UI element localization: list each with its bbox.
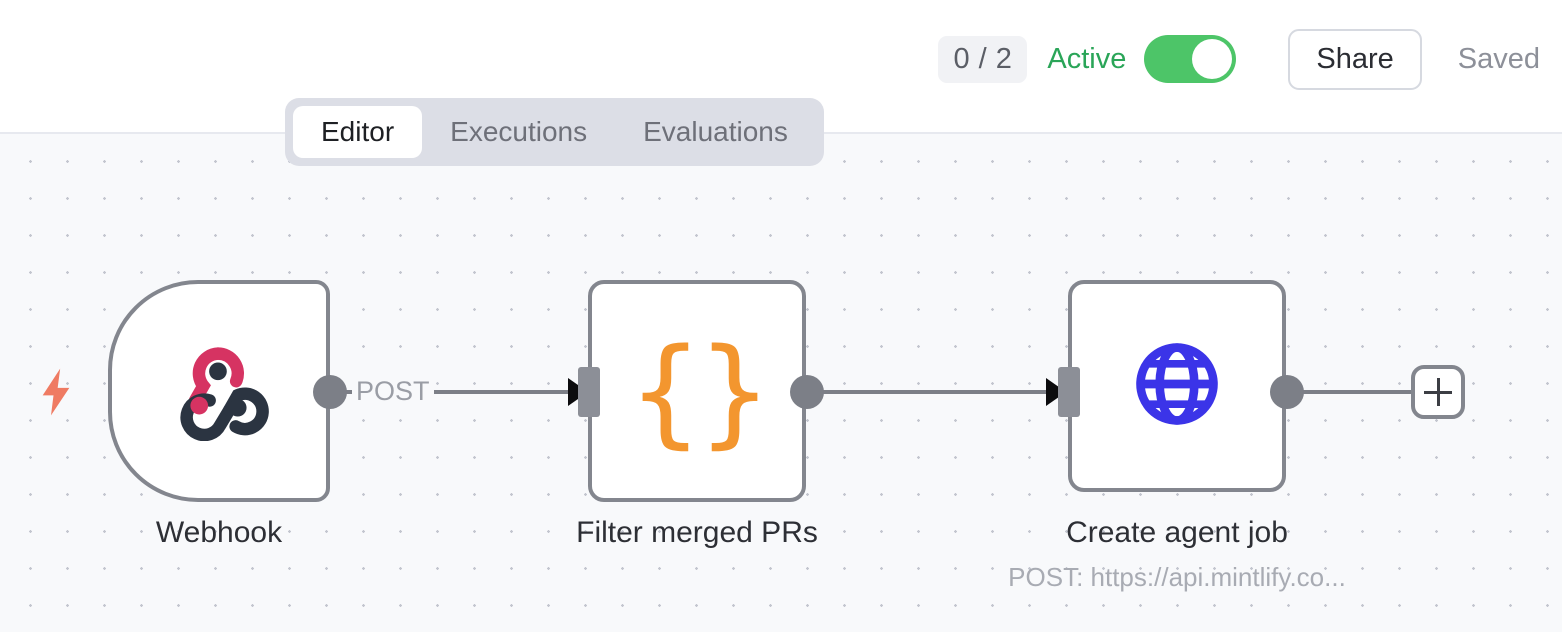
- active-status-label: Active: [1047, 42, 1127, 75]
- run-count-badge: 0 / 2: [938, 35, 1028, 83]
- tab-executions[interactable]: Executions: [450, 116, 588, 147]
- node-sublabel-create-agent-job: POST: https://api.mintlify.co...: [1008, 562, 1346, 592]
- toggle-knob: [1192, 39, 1233, 79]
- port-out-webhook[interactable]: [313, 375, 347, 409]
- edge-filter-to-http[interactable]: [818, 390, 1066, 394]
- add-node-button[interactable]: [1411, 365, 1465, 419]
- edge-label-post: POST: [352, 378, 434, 405]
- node-filter-merged-prs[interactable]: {}: [588, 280, 806, 502]
- node-label-webhook: Webhook: [155, 516, 283, 549]
- globe-icon: [1129, 336, 1225, 437]
- saved-status-label: Saved: [1457, 42, 1540, 75]
- port-in-filter[interactable]: [578, 367, 600, 417]
- port-out-filter[interactable]: [790, 375, 824, 409]
- node-label-filter: Filter merged PRs: [576, 516, 818, 549]
- node-create-agent-job[interactable]: [1068, 280, 1286, 492]
- tab-evaluations[interactable]: Evaluations: [643, 116, 788, 147]
- share-button[interactable]: Share: [1288, 28, 1422, 90]
- workflow-canvas[interactable]: POST: [0, 134, 1562, 632]
- port-in-http[interactable]: [1058, 367, 1080, 417]
- trigger-bolt-icon: [36, 366, 76, 423]
- plus-icon-vertical: [1436, 378, 1440, 406]
- node-webhook[interactable]: [108, 280, 330, 502]
- node-label-create-agent-job: Create agent job: [1066, 516, 1288, 549]
- view-tabs: Editor Executions Evaluations: [285, 98, 824, 166]
- edge-http-to-add[interactable]: [1296, 390, 1414, 394]
- port-out-http[interactable]: [1270, 375, 1304, 409]
- edge-webhook-to-filter[interactable]: [340, 390, 588, 394]
- curly-braces-icon: {}: [627, 322, 772, 460]
- tab-editor[interactable]: Editor: [293, 106, 423, 158]
- header-actions: 0 / 2 Active Share Saved: [938, 0, 1540, 120]
- webhook-icon: [167, 337, 271, 446]
- active-toggle[interactable]: [1144, 35, 1237, 83]
